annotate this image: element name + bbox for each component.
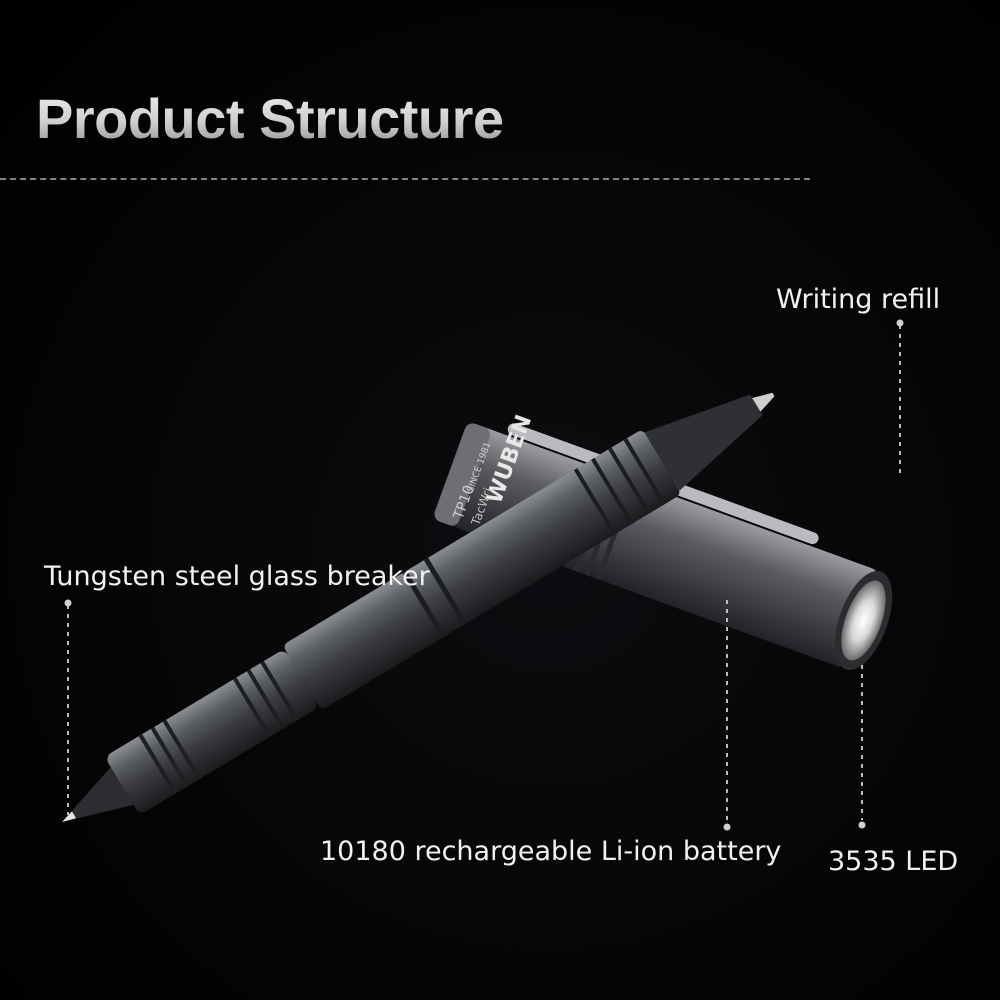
dot-glass-breaker xyxy=(64,599,72,607)
page-title: Product Structure xyxy=(36,87,504,150)
callout-writing-refill: Writing refill xyxy=(776,284,941,315)
callout-led: 3535 LED xyxy=(828,846,959,877)
leader-dots xyxy=(64,319,904,831)
dot-battery xyxy=(723,823,731,831)
leader-lines xyxy=(67,325,901,825)
callout-glass-breaker: Tungsten steel glass breaker xyxy=(44,561,430,592)
callout-battery: 10180 rechargeable Li-ion battery xyxy=(320,836,782,867)
dot-writing-refill xyxy=(896,319,904,327)
tactical-pen xyxy=(62,392,775,822)
dot-led xyxy=(858,821,866,829)
title-divider xyxy=(0,178,810,180)
